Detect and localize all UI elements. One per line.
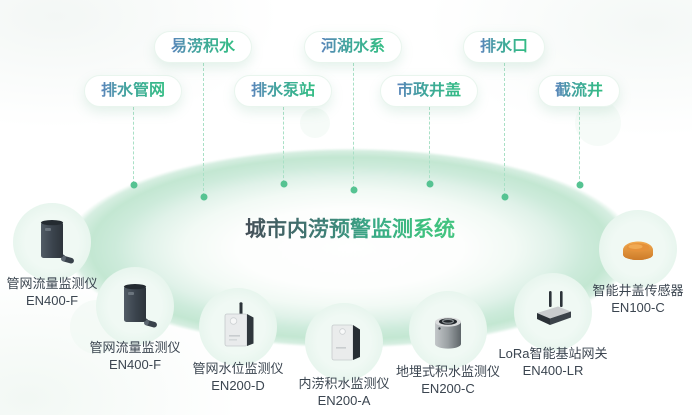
pipeline-flow-meter-icon <box>41 220 74 264</box>
device-model: EN200-A <box>317 393 371 408</box>
device-name: 管网流量监测仪 <box>6 276 98 291</box>
connector-line <box>133 107 134 184</box>
connector-line <box>579 107 580 184</box>
connector-dot <box>280 180 288 188</box>
device-model: EN400-F <box>108 357 162 372</box>
tag-flood-prone-water: 易涝积水 <box>153 31 253 63</box>
device-halo <box>96 267 174 345</box>
waterlogging-monitor-icon <box>331 324 360 361</box>
lora-gateway-icon <box>537 291 571 325</box>
tag-intercepting-well: 截流井 <box>537 75 621 107</box>
device-name: 管网流量监测仪 <box>89 340 181 355</box>
connector-dot <box>350 186 358 194</box>
device-model: EN200-D <box>211 378 265 393</box>
tag-drainage-pipe-network: 排水管网 <box>83 75 183 107</box>
device-name: 管网水位监测仪 <box>192 361 284 376</box>
tag-label: 易涝积水 <box>170 38 236 55</box>
device-pipeline-flow-meter-1: 管网流量监测仪 EN400-F <box>0 203 127 309</box>
device-manhole-cover-sensor: 智能井盖传感器 EN100-C <box>563 210 692 316</box>
decor-circle <box>300 108 330 138</box>
device-name: 内涝积水监测仪 <box>298 376 390 391</box>
tag-label: 排水口 <box>479 38 529 55</box>
connector-line <box>203 63 204 196</box>
device-waterlogging-monitor: 内涝积水监测仪 EN200-A <box>269 303 419 409</box>
connector-dot <box>200 193 208 201</box>
device-halo <box>199 288 277 366</box>
connector-dot <box>501 193 509 201</box>
device-model: EN200-C <box>421 381 475 396</box>
buried-water-monitor-icon <box>435 317 461 349</box>
pipeline-flow-meter-icon <box>124 284 157 328</box>
device-buried-water-monitor: 地埋式积水监测仪 EN200-C <box>373 291 523 397</box>
connector-line <box>283 107 284 183</box>
device-name: LoRa智能基站网关 <box>498 346 608 361</box>
device-halo <box>514 273 592 351</box>
device-lora-gateway: LoRa智能基站网关 EN400-LR <box>478 273 628 379</box>
tag-drainage-outlet: 排水口 <box>462 31 546 63</box>
decor-circle <box>575 100 621 146</box>
tag-label: 排水管网 <box>100 82 166 99</box>
connector-line <box>353 63 354 189</box>
connector-line <box>504 63 505 196</box>
pipeline-level-meter-icon <box>224 302 254 347</box>
tag-drainage-pump-station: 排水泵站 <box>233 75 333 107</box>
device-name: 智能井盖传感器 <box>592 283 684 298</box>
tag-label: 排水泵站 <box>250 82 316 99</box>
manhole-cover-sensor-icon <box>623 241 653 260</box>
tag-label: 河湖水系 <box>320 38 386 55</box>
device-model: EN400-LR <box>522 363 584 378</box>
device-name: 地埋式积水监测仪 <box>395 364 500 379</box>
connector-dot <box>426 180 434 188</box>
device-halo <box>409 291 487 369</box>
connector-dot <box>130 181 138 189</box>
connector-dot <box>576 181 584 189</box>
tag-label: 截流井 <box>554 82 604 99</box>
device-pipeline-flow-meter-2: 管网流量监测仪 EN400-F <box>60 267 210 373</box>
device-halo <box>305 303 383 381</box>
device-pipeline-level-meter: 管网水位监测仪 EN200-D <box>163 288 313 394</box>
device-halo <box>13 203 91 281</box>
page-title: 城市内涝预警监测系统 <box>245 213 455 243</box>
device-model: EN400-F <box>25 293 79 308</box>
connector-line <box>429 107 430 183</box>
tag-label: 市政井盖 <box>396 82 462 99</box>
device-halo <box>599 210 677 288</box>
device-model: EN100-C <box>611 300 665 315</box>
tag-river-lake-system: 河湖水系 <box>303 31 403 63</box>
tag-municipal-manhole-cover: 市政井盖 <box>379 75 479 107</box>
